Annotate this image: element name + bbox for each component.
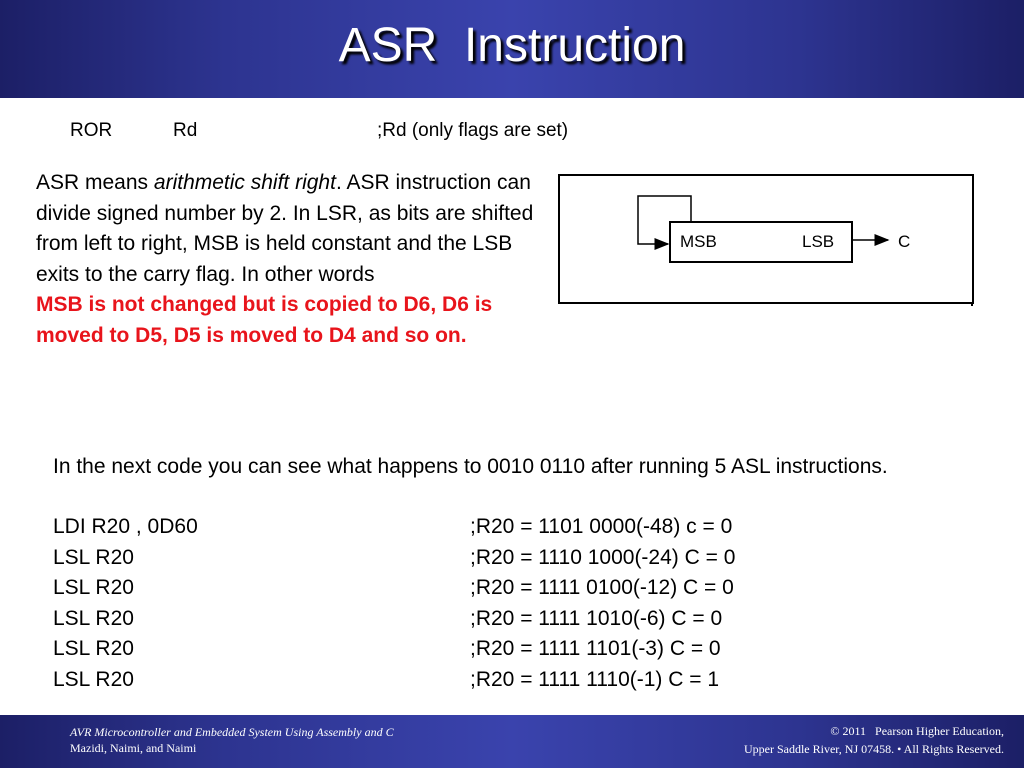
code-line-5-comment: ;R20 = 1111 1101(-3) C = 0 [470, 637, 721, 660]
code-line-1-comment: ;R20 = 1101 0000(-48) c = 0 [470, 515, 733, 538]
syntax-comment: ;Rd (only flags are set) [377, 120, 569, 141]
lsb-label: LSB [802, 232, 834, 251]
footer-credits: AVR Microcontroller and Embedded System … [70, 724, 394, 756]
code-line-6-comment: ;R20 = 1111 1110(-1) C = 1 [470, 667, 720, 691]
description-text-rest: . ASR instruction can divide signed numb… [36, 171, 534, 286]
diagram-frame [558, 174, 974, 304]
example-intro: In the next code you can see what happen… [53, 455, 888, 478]
description-italic-term: arithmetic shift right [153, 171, 336, 194]
msb-feedback-arrow [637, 195, 692, 250]
code-line-5-instruction: LSL R20 [53, 637, 134, 660]
description-highlight: MSB is not changed but is copied to D6, … [36, 293, 493, 347]
msb-label: MSB [680, 232, 717, 251]
code-line-3-comment: ;R20 = 1111 0100(-12) C = 0 [470, 576, 734, 599]
code-line-2-instruction: LSL R20 [53, 545, 134, 569]
description-text-start: ASR means [36, 171, 154, 194]
syntax-mnemonic: ROR [70, 120, 113, 141]
footer-book-title: AVR Microcontroller and Embedded System … [70, 725, 394, 739]
slide-title: ASR Instruction [338, 19, 686, 72]
footer-address: Upper Saddle River, NJ 07458. • All Righ… [743, 742, 1004, 756]
code-line-4-instruction: LSL R20 [53, 606, 134, 630]
syntax-operand: Rd [173, 120, 198, 141]
asr-shift-diagram: MSB LSB C [558, 174, 974, 306]
title-bar: ASR Instruction [0, 0, 1024, 98]
code-line-3-instruction: LSL R20 [53, 576, 134, 599]
code-line-4-comment: ;R20 = 1111 1010(-6) C = 0 [470, 606, 723, 630]
code-line-2-comment: ;R20 = 1110 1000(-24) C = 0 [470, 545, 736, 569]
footer-copyright-block: © 2011 Pearson Higher Education, Upper S… [744, 722, 1004, 758]
register-box [669, 221, 853, 263]
footer-bar: AVR Microcontroller and Embedded System … [0, 715, 1024, 768]
code-line-6-instruction: LSL R20 [53, 667, 134, 691]
footer-copyright: © 2011 Pearson Higher Education, [830, 724, 1004, 738]
description-paragraph: ASR means arithmetic shift right. ASR in… [36, 168, 536, 352]
footer-authors: Mazidi, Naimi, and Naimi [70, 741, 197, 755]
carry-flag-label: C [898, 232, 910, 251]
code-line-1-instruction: LDI R20 , 0D60 [53, 515, 198, 538]
